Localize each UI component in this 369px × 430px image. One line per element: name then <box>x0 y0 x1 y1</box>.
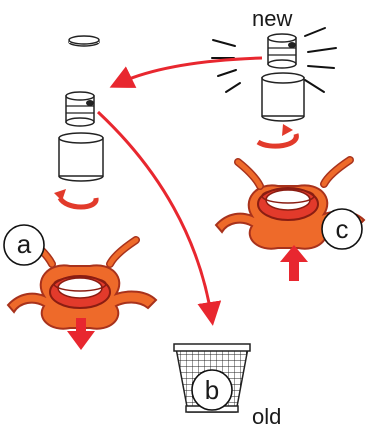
old-label: old <box>252 404 281 429</box>
step-a-badge: a <box>3 224 45 266</box>
rotate-arrow-icon <box>54 189 99 210</box>
rotate-arrow-icon <box>256 124 299 149</box>
new-label: new <box>252 6 292 31</box>
sparkle-burst <box>211 27 337 93</box>
new-filter-cap-icon <box>267 33 297 69</box>
new-filter-cartridge-icon <box>261 72 305 122</box>
step-c-badge: c <box>321 208 363 250</box>
small-disc-icon <box>68 35 100 47</box>
up-arrow-icon <box>280 245 308 281</box>
down-arrow-icon <box>67 318 95 350</box>
holder-icon-a <box>6 236 158 330</box>
step-b-badge: b <box>191 369 233 411</box>
step-c-label: c <box>336 214 349 244</box>
step-a-label: a <box>17 229 32 259</box>
arrow-old-to-basket <box>96 110 222 326</box>
step-b-label: b <box>205 375 219 405</box>
old-filter-cartridge-icon <box>58 132 104 182</box>
arrow-new-to-holder <box>109 56 263 88</box>
old-filter-cap-icon <box>65 91 95 127</box>
